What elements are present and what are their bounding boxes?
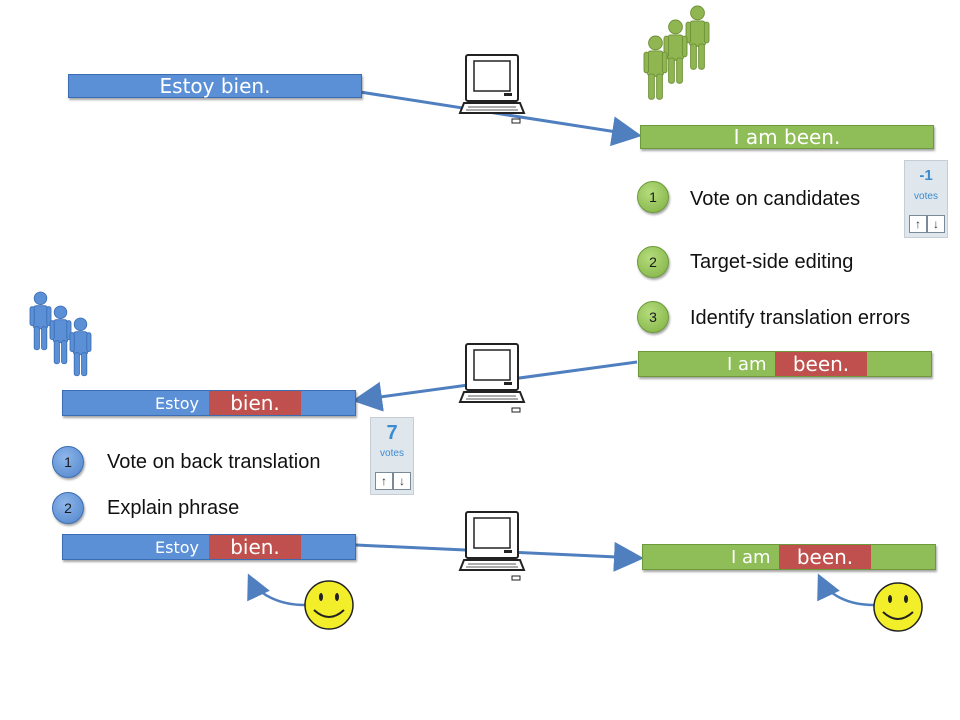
source-prefix-text: Estoy <box>155 537 199 557</box>
source-error-text: bien. <box>230 391 280 415</box>
source-sentence-bar: Estoy bien. <box>68 74 362 98</box>
step-badge: 3 <box>637 301 669 333</box>
up-arrow-icon[interactable]: ↑ <box>375 472 393 490</box>
people-icon <box>29 291 92 377</box>
source-sentence-bar-marked: Estoy bien. <box>62 390 356 416</box>
vote-unit: votes <box>380 448 404 459</box>
down-arrow-icon[interactable]: ↓ <box>927 215 945 233</box>
source-prefix-text: Estoy <box>155 393 199 413</box>
computer-icon <box>459 343 525 413</box>
up-arrow-icon[interactable]: ↑ <box>909 215 927 233</box>
error-highlight: bien. <box>209 535 301 559</box>
computer-icon <box>459 511 525 581</box>
down-arrow-icon[interactable]: ↓ <box>393 472 411 490</box>
target-sentence-text: I am been. <box>733 125 841 149</box>
vote-widget: 7 votes ↑ ↓ <box>370 417 414 495</box>
step-badge: 1 <box>637 181 669 213</box>
people-icon <box>643 5 710 100</box>
error-highlight: been. <box>775 352 867 376</box>
step-badge: 2 <box>52 492 84 524</box>
curved-arrow-left <box>247 573 306 607</box>
source-sentence-text: Estoy bien. <box>159 74 271 98</box>
step-label-vote-back-translation: Vote on back translation <box>107 451 321 473</box>
vote-unit: votes <box>914 191 938 202</box>
target-prefix-text: I am <box>727 353 767 375</box>
source-error-text: bien. <box>230 535 280 559</box>
vote-widget: -1 votes ↑ ↓ <box>904 160 948 238</box>
step-label-target-editing: Target-side editing <box>690 251 854 273</box>
step-badge: 1 <box>52 446 84 478</box>
computer-icon <box>459 54 525 124</box>
source-sentence-bar-marked: Estoy bien. <box>62 534 356 560</box>
target-error-text: been. <box>796 545 854 569</box>
error-highlight: been. <box>779 545 871 569</box>
vote-count: -1 <box>919 167 933 184</box>
vote-count: 7 <box>386 422 398 444</box>
target-sentence-bar-marked: I am been. <box>638 351 932 377</box>
error-highlight: bien. <box>209 391 301 415</box>
step-label-identify-errors: Identify translation errors <box>690 307 911 329</box>
curved-arrow-right <box>817 573 875 607</box>
target-prefix-text: I am <box>731 546 771 568</box>
step-label-explain-phrase: Explain phrase <box>107 497 240 519</box>
smiley-icon <box>873 582 923 632</box>
target-error-text: been. <box>792 352 850 376</box>
target-sentence-bar: I am been. <box>640 125 934 149</box>
target-sentence-bar-marked: I am been. <box>642 544 936 570</box>
step-label-vote-candidates: Vote on candidates <box>690 188 861 210</box>
smiley-icon <box>304 580 354 630</box>
step-badge: 2 <box>637 246 669 278</box>
